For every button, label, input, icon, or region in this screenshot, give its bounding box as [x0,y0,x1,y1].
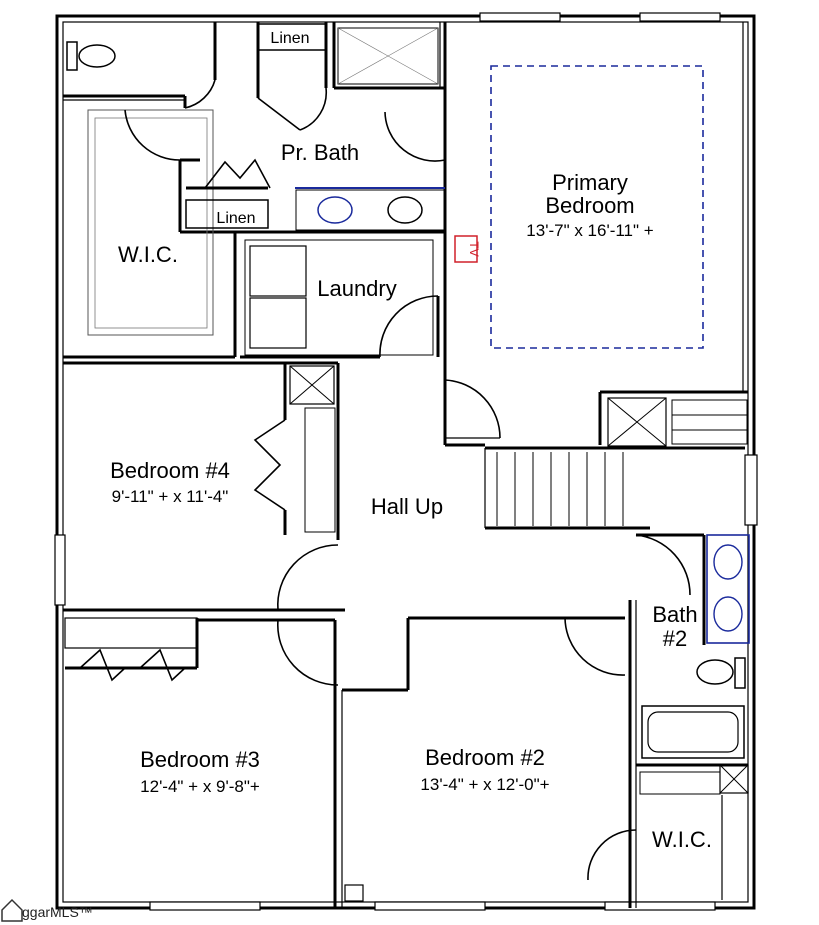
linen-label-top: Linen [270,30,309,47]
linen-closet [185,158,445,231]
house-logo-icon [1,898,23,922]
bedroom3-label: Bedroom #3 [140,747,260,772]
windows [54,12,758,911]
pr-bath-label: Pr. Bath [281,140,359,165]
tv-label: TV [467,241,481,256]
bedroom3-dimensions: 12'-4" + x 9'-8"+ [140,777,260,796]
watermark: ggarMLS™ [22,904,93,920]
primary-bedroom-label-line1: Primary [552,170,628,195]
bedroom2-walls [342,534,691,908]
tv-icon [454,235,478,263]
laundry-label: Laundry [317,276,397,301]
bath2-fixtures [636,533,750,900]
bedroom4-walls [63,361,345,612]
pr-bath-walls [256,22,447,380]
bath2-label-line1: Bath [652,602,697,627]
stairs [443,379,748,530]
bedroom3-walls [64,617,364,908]
primary-bedroom-label-line2: Bedroom [545,193,634,218]
primary-bedroom-dimensions: 13'-7" x 16'-11" + [526,221,653,240]
bedroom2-label: Bedroom #2 [425,745,545,770]
wic-left-label: W.I.C. [118,242,178,267]
door-swing [124,109,181,161]
laundry-walls [240,239,440,359]
door-swing [184,79,216,109]
linen-label-bottom: Linen [216,210,255,227]
bedroom4-label: Bedroom #4 [110,458,230,483]
toilet-icon [66,41,116,71]
bedroom2-dimensions: 13'-4" + x 12'-0"+ [420,775,549,794]
wic-right-label: W.I.C. [652,827,712,852]
tray-ceiling-outline [490,65,704,349]
bedroom4-dimensions: 9'-11" + x 11'-4" [112,487,229,506]
hall-label: Hall Up [371,494,443,519]
upper-left-walls [63,22,445,359]
bath2-label-line2: #2 [663,626,687,651]
